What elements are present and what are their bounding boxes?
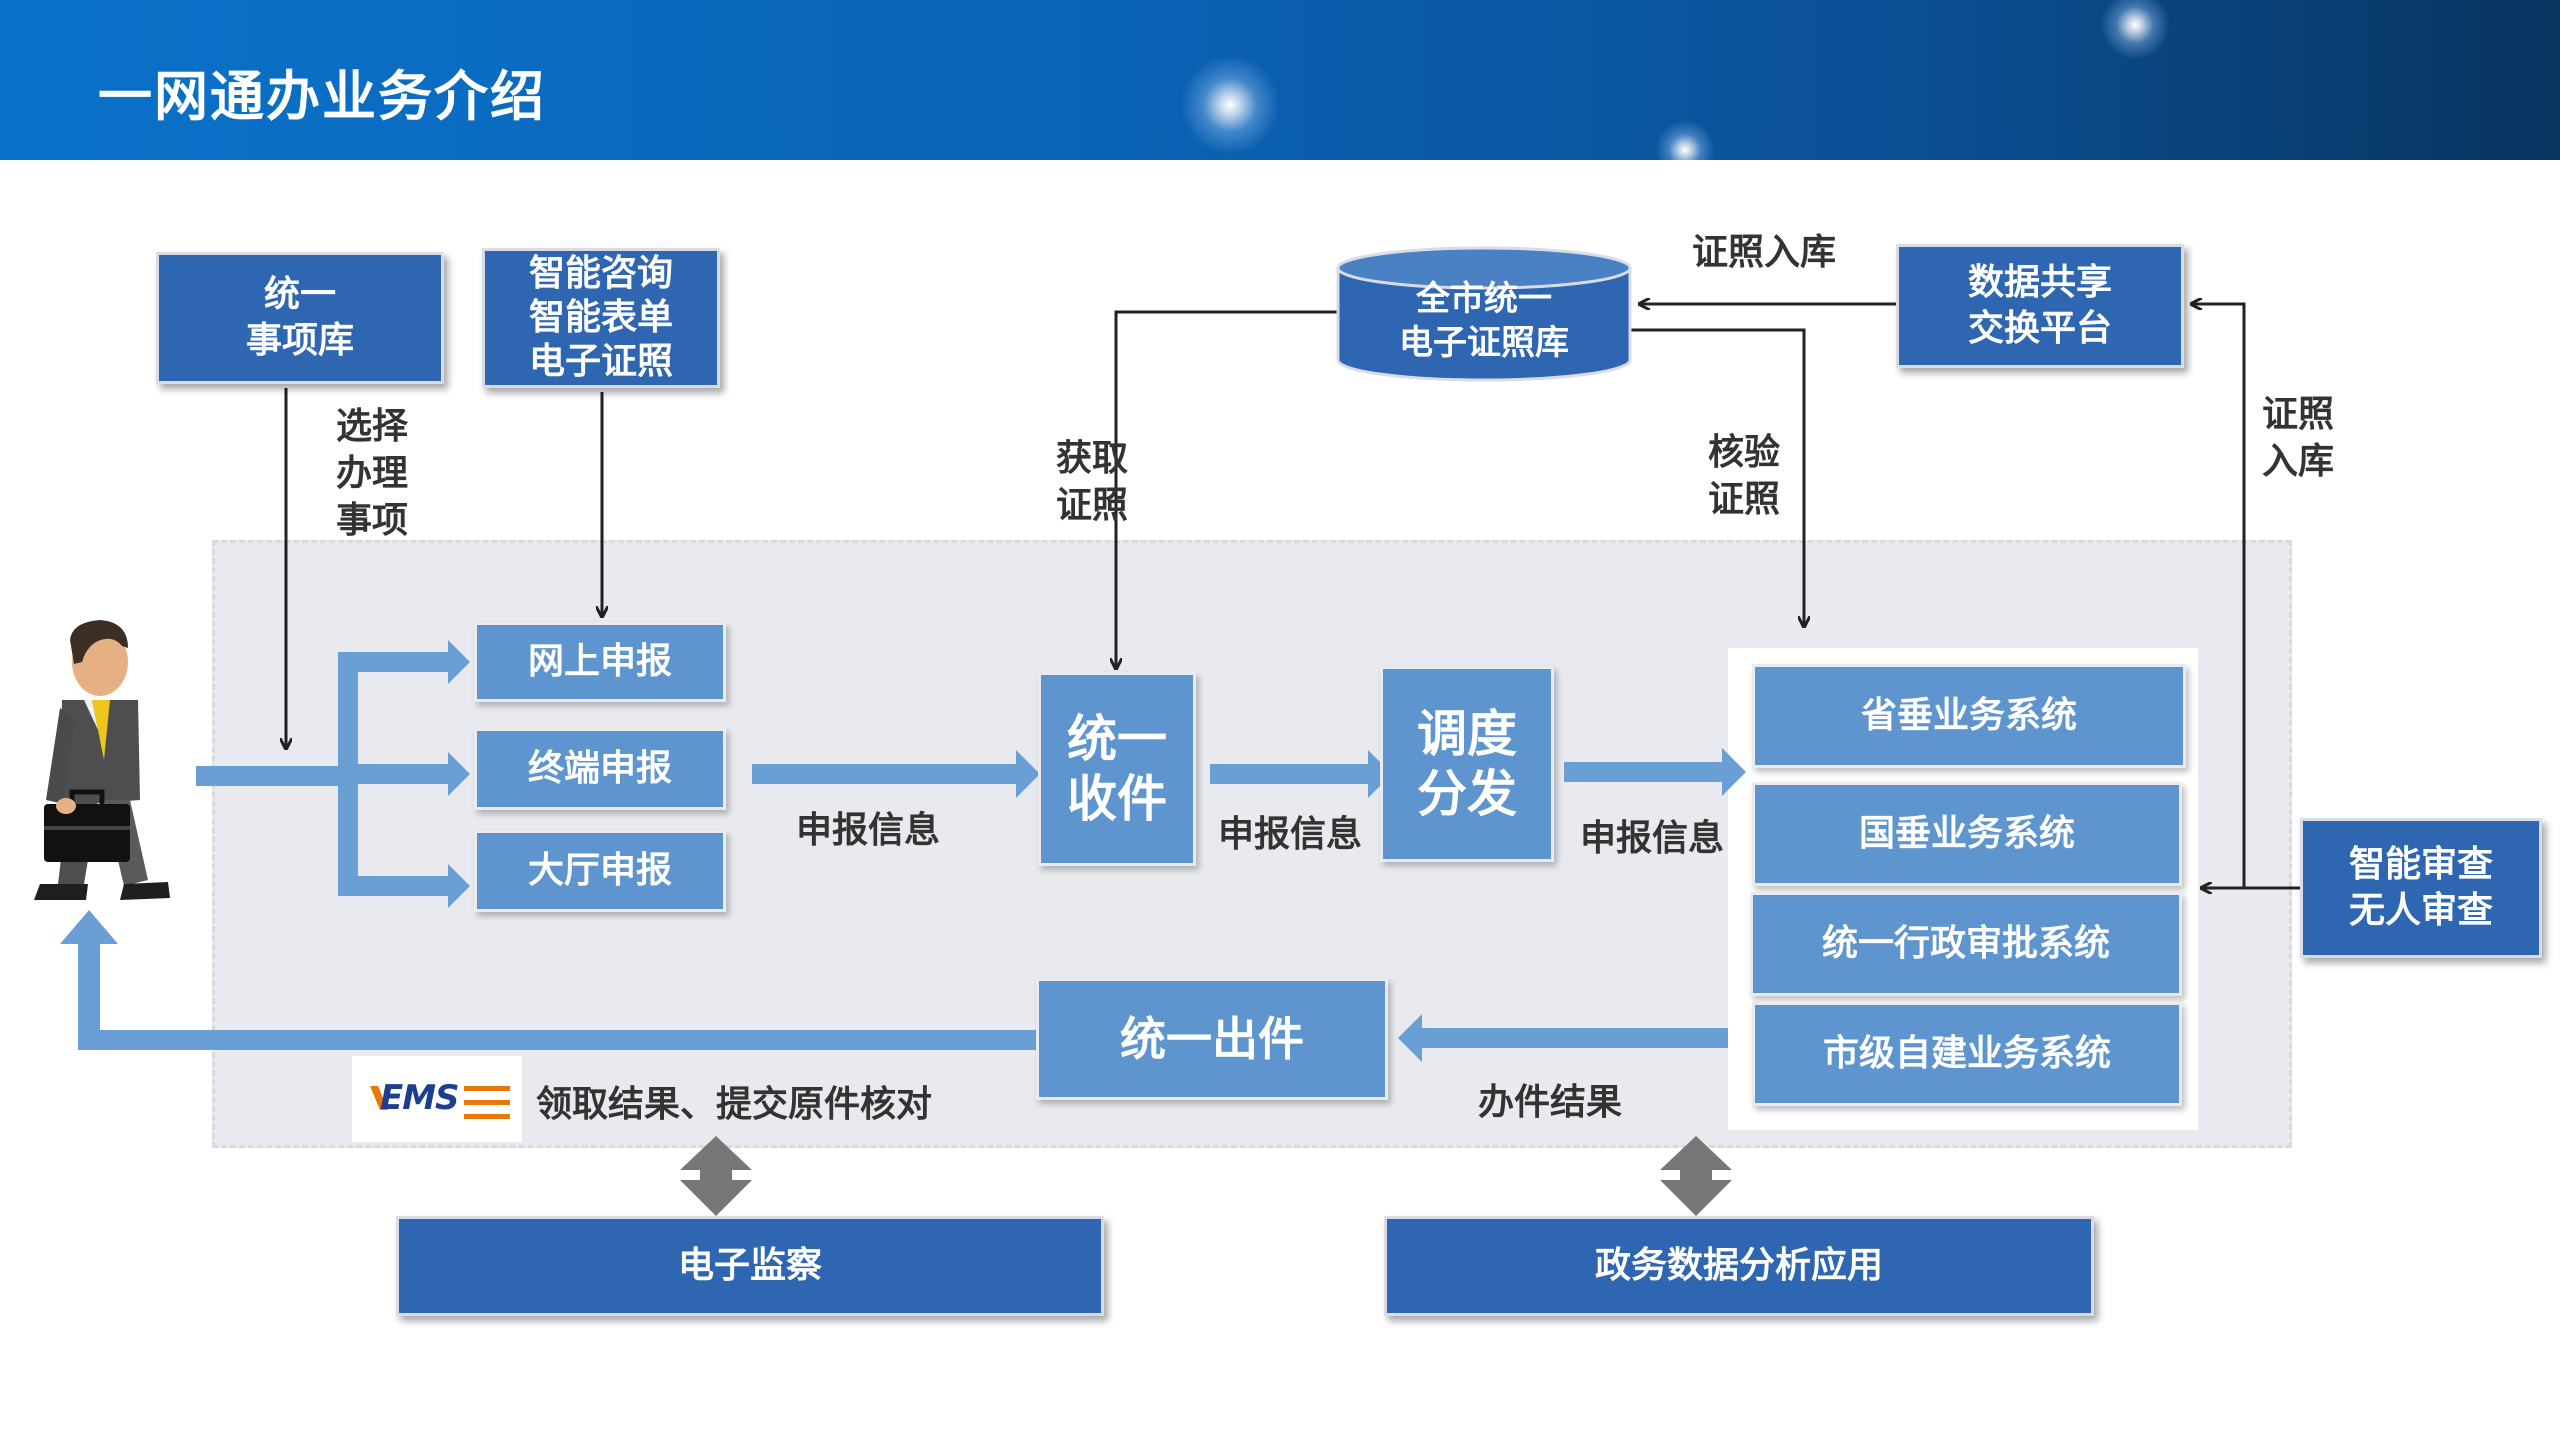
businessman-with-briefcase-icon: [34, 620, 170, 900]
result-label: 办件结果: [1478, 1080, 1622, 1127]
dispatch-line: 调度: [1417, 705, 1517, 763]
smart-review-line: 无人审查: [2348, 890, 2493, 931]
cert-db-line: 电子证照库: [1399, 323, 1569, 363]
up-down-arrow-icon: [1660, 1136, 1732, 1216]
cert-db-box: 全市统一电子证照库: [1338, 272, 1630, 372]
label-line: 事项: [336, 499, 409, 541]
label-line: 获取: [1056, 438, 1129, 479]
select-matter-label: 选择 办理 事项: [336, 404, 408, 544]
system-box-provincial: 省垂业务系统: [1752, 664, 2186, 768]
label-line: 证照: [1056, 484, 1129, 526]
label-line: 核验: [1708, 432, 1781, 473]
system-label: 省垂业务系统: [1860, 694, 2077, 736]
online-apply-label: 网上申报: [527, 640, 672, 682]
matter-library-line: 事项库: [245, 320, 354, 361]
e-supervision-box: 电子监察: [396, 1216, 1104, 1316]
e-supervision-label: 电子监察: [677, 1244, 822, 1286]
ems-logo-text: EMS: [380, 1078, 460, 1118]
pickup-label: 领取结果、提交原件核对: [536, 1082, 932, 1129]
apply-info-label-3: 申报信息: [1580, 816, 1724, 863]
smart-review-line: 智能审查: [2348, 843, 2493, 885]
label-line: 入库: [2262, 440, 2335, 482]
label-line: 选择: [336, 406, 409, 447]
cert-db-line: 全市统一: [1416, 279, 1552, 320]
unified-output-box: 统一出件: [1036, 978, 1388, 1100]
hall-apply-label: 大厅申报: [527, 849, 672, 891]
page-title: 一网通办业务介绍: [98, 65, 546, 128]
unified-receive-line: 收件: [1067, 770, 1167, 828]
system-box-national: 国垂业务系统: [1752, 782, 2182, 886]
system-box-municipal: 市级自建业务系统: [1752, 1002, 2182, 1106]
label-line: 证照入库: [1692, 232, 1837, 273]
dispatch-line: 分发: [1417, 765, 1517, 823]
light-glow: [2100, 0, 2170, 60]
data-platform-box: 数据共享交换平台: [1896, 244, 2184, 368]
online-apply-box: 网上申报: [474, 622, 726, 702]
light-glow: [1655, 120, 1715, 160]
system-label: 国垂业务系统: [1858, 812, 2075, 854]
header-bar: 一网通办业务介绍: [0, 0, 2560, 160]
cert-in-right-label: 证照 入库: [2262, 392, 2334, 486]
hall-apply-box: 大厅申报: [474, 830, 726, 912]
matter-library-box: 统一事项库: [156, 252, 444, 384]
label-line: 办件结果: [1478, 1082, 1623, 1123]
data-platform-line: 数据共享: [1967, 261, 2112, 303]
unified-output-label: 统一出件: [1120, 1011, 1304, 1066]
matter-library-line: 统一: [263, 273, 336, 315]
system-box-approval: 统一行政审批系统: [1750, 892, 2182, 996]
smart-services-line: 智能咨询: [528, 253, 673, 295]
smart-review-box: 智能审查无人审查: [2300, 818, 2542, 958]
data-analysis-box: 政务数据分析应用: [1384, 1216, 2094, 1316]
smart-services-line: 智能表单: [528, 297, 673, 339]
label-line: 证照: [2262, 394, 2335, 435]
system-label: 市级自建业务系统: [1822, 1032, 2111, 1074]
label-line: 领取结果、提交原件核对: [536, 1084, 933, 1125]
smart-services-line: 电子证照: [528, 340, 673, 382]
system-label: 统一行政审批系统: [1821, 922, 2110, 964]
terminal-apply-label: 终端申报: [527, 747, 672, 789]
get-cert-label: 获取 证照: [1056, 436, 1128, 530]
up-down-arrow-icon: [680, 1136, 752, 1216]
label-line: 申报信息: [1580, 818, 1725, 859]
dispatch-box: 调度分发: [1380, 666, 1554, 862]
cert-in-top-label: 证照入库: [1692, 230, 1836, 277]
light-glow: [1180, 55, 1280, 155]
label-line: 申报信息: [1218, 814, 1363, 855]
ems-logo: EMS: [352, 1056, 522, 1142]
unified-receive-box: 统一收件: [1038, 672, 1196, 866]
verify-cert-label: 核验 证照: [1708, 430, 1780, 524]
ems-logo-graphic: [370, 1086, 510, 1119]
apply-info-label-1: 申报信息: [796, 808, 940, 855]
data-analysis-label: 政务数据分析应用: [1594, 1244, 1883, 1286]
terminal-apply-box: 终端申报: [474, 728, 726, 810]
data-platform-line: 交换平台: [1967, 308, 2112, 349]
smart-services-box: 智能咨询智能表单电子证照: [482, 248, 720, 388]
database-icon: [1336, 246, 1632, 382]
apply-info-label-2: 申报信息: [1218, 812, 1362, 859]
label-line: 证照: [1708, 478, 1781, 520]
label-line: 办理: [336, 452, 409, 494]
label-line: 申报信息: [796, 810, 941, 851]
unified-receive-line: 统一: [1067, 710, 1167, 768]
